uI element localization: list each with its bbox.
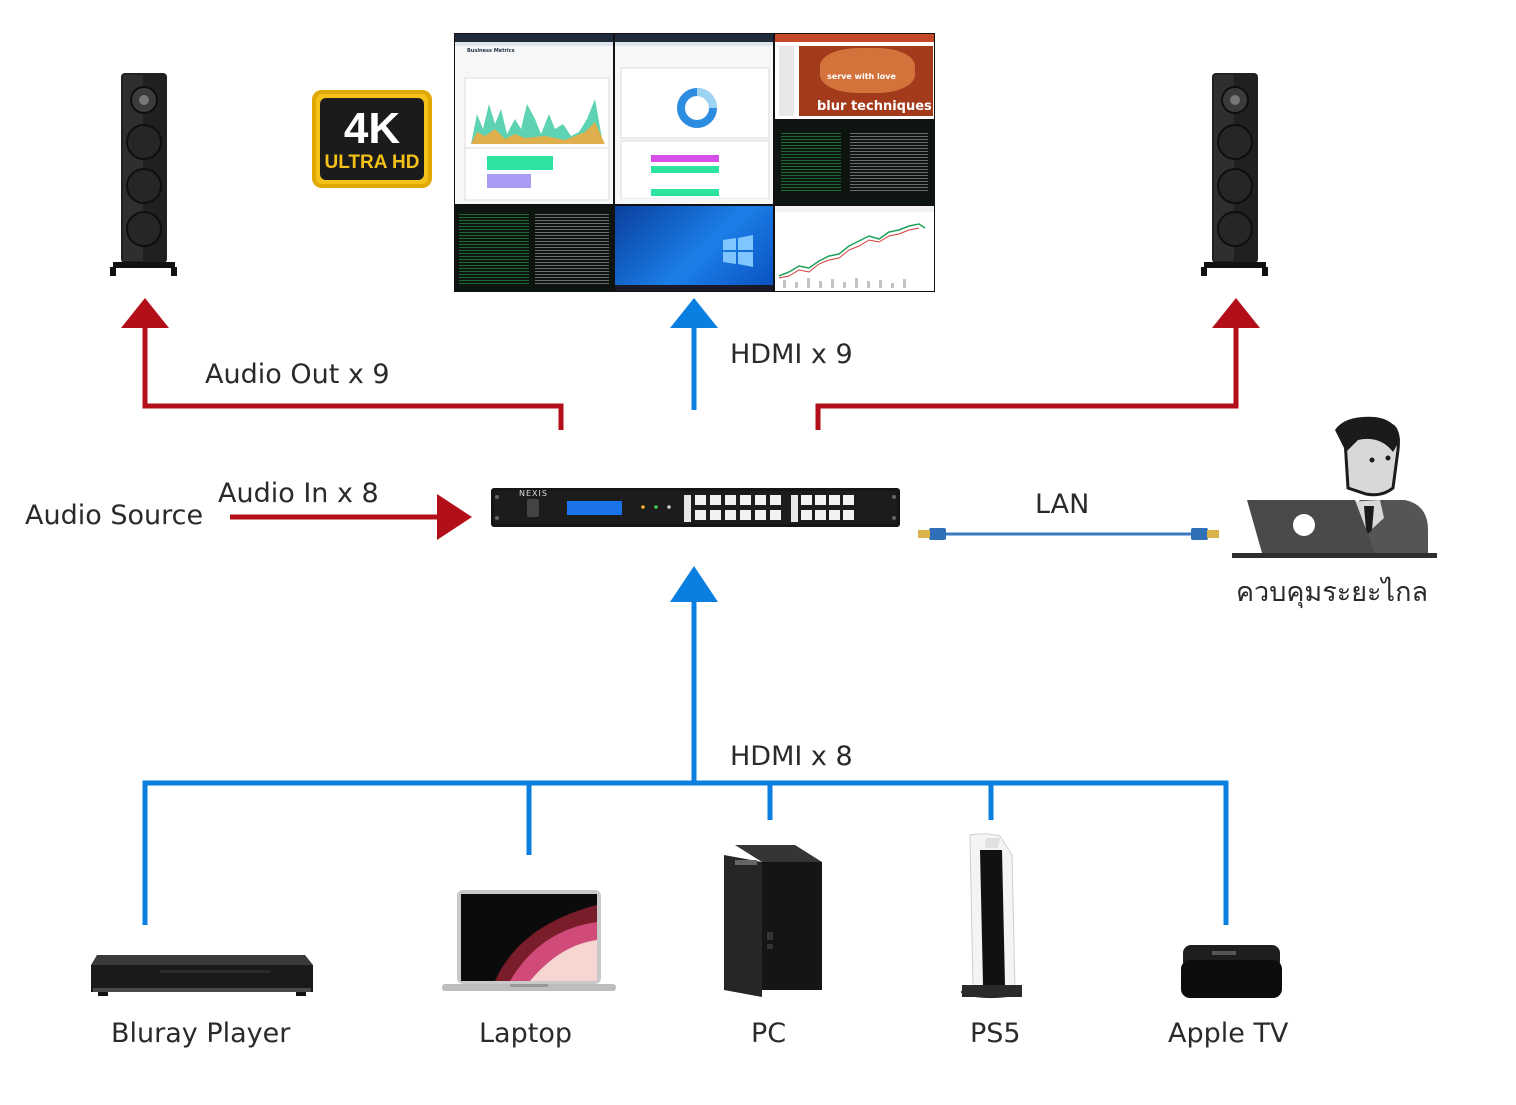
badge-4k-text: 4K [343,104,401,153]
hdmi-out-label: HDMI x 9 [730,339,853,370]
videowall-tile-presentation: serve with love blur techniques [775,34,934,119]
arrow-right-switcher [437,494,472,540]
videowall-tile-piechart [615,34,773,204]
videowall-tile-stockchart [775,206,934,291]
device-label-pc: PC [751,1018,787,1049]
lan-cable [918,528,1219,540]
videowall-tile-windows [615,206,773,291]
videowall-tile-trading-2 [455,206,613,291]
ps5-icon [961,833,1022,998]
user-laptop-icon [1232,416,1437,558]
device-label-bluray: Bluray Player [111,1018,291,1049]
ppt-line-1: serve with love [827,72,896,81]
remote-control-label: ควบคุมระยะไกล [1236,577,1429,608]
arrow-up-switcher [670,566,718,602]
ppt-line-2: blur techniques [817,99,932,114]
badge-ultrahd-text: ULTRA HD [324,152,420,173]
video-wall-icon: Business Metrics serve [454,33,935,292]
videowall-tile-dashboard: Business Metrics [455,34,613,204]
apple-tv-icon [1181,945,1282,998]
laptop-icon [442,890,616,991]
videowall-tile-trading-1 [775,121,934,204]
device-label-appletv: Apple TV [1168,1018,1289,1049]
dashboard-title: Business Metrics [467,48,515,54]
arrow-up-left-speaker [121,298,169,328]
device-label-laptop: Laptop [479,1018,572,1049]
device-label-ps5: PS5 [970,1018,1021,1049]
hdmi-in-label: HDMI x 8 [730,741,853,772]
audio-in-label: Audio In x 8 [218,478,379,509]
arrow-up-videowall [670,298,718,328]
audio-out-lines [142,325,1239,430]
bluray-player-icon [91,955,313,996]
pc-tower-icon [724,845,822,997]
audio-source-label: Audio Source [25,500,204,531]
switcher-brand: NEXIS [519,489,548,498]
hdmi-in-lines [142,598,1229,925]
lan-label: LAN [1035,489,1090,520]
arrow-up-right-speaker [1212,298,1260,328]
4k-badge-icon: 4K ULTRA HD [312,90,432,188]
speaker-icon [110,73,177,276]
audio-out-label: Audio Out x 9 [205,359,390,390]
speaker-icon [1201,73,1268,276]
matrix-switcher-icon [491,488,900,527]
